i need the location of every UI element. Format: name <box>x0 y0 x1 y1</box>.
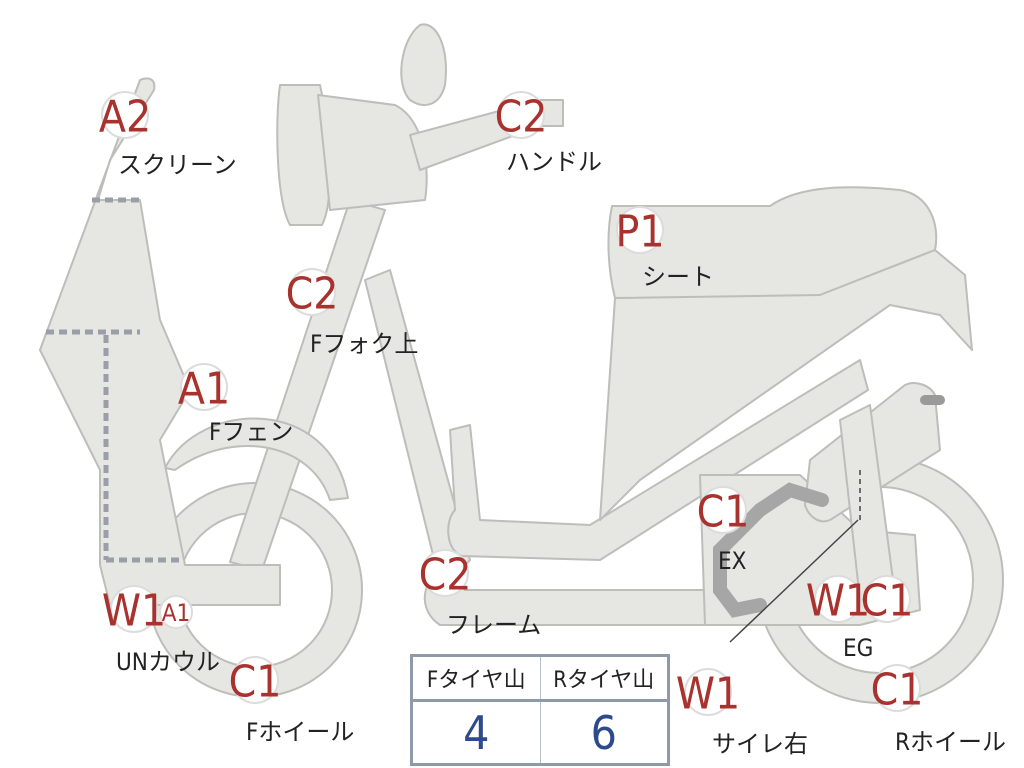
code-front-fender: A1 <box>178 364 230 415</box>
badge-front-wheel: C1 <box>229 656 282 708</box>
badge-exhaust: C1 <box>697 486 750 538</box>
code-rear-wheel: C1 <box>871 665 924 716</box>
mirror <box>400 23 447 106</box>
label-handle: ハンドル <box>506 148 602 176</box>
front-fender <box>164 417 349 501</box>
badge-handle: C2 <box>495 91 548 143</box>
value-rear-tire-tread: 6 <box>540 700 669 765</box>
code-screen: A2 <box>99 92 151 143</box>
value-front-tire-tread: 4 <box>411 700 541 765</box>
label-muffler-right: サイレ右 <box>712 730 808 758</box>
badge-engine-c: C1 <box>861 575 914 627</box>
leader-line <box>729 519 859 643</box>
header-front-tire-tread: Fタイヤ山 <box>411 655 541 702</box>
label-front-wheel: Fホイール <box>246 718 354 746</box>
label-under-cowl: UNカウル <box>116 648 220 676</box>
code-frame: C2 <box>419 550 472 601</box>
label-exhaust: EX <box>718 547 747 575</box>
badge-muffler-right: W1 <box>676 668 740 720</box>
tire-tread-table: Fタイヤ山 Rタイヤ山 4 6 <box>410 654 670 766</box>
code-engine-w: W1 <box>806 576 870 627</box>
label-seat: シート <box>642 263 714 291</box>
code-muffler-right: W1 <box>676 669 740 720</box>
label-frame: フレーム <box>446 611 541 639</box>
code-fork-upper: C2 <box>286 269 339 320</box>
badge-front-fender: A1 <box>178 363 230 415</box>
badge-engine-w: W1 <box>806 575 870 627</box>
code-handle: C2 <box>495 92 548 143</box>
label-engine: EG <box>843 634 873 662</box>
exhaust-pipe <box>713 482 829 618</box>
label-front-fender: Fフェン <box>209 418 293 446</box>
code-under-cowl-w: W1 <box>102 586 166 637</box>
code-front-wheel: C1 <box>229 657 282 708</box>
badge-seat: P1 <box>615 206 665 258</box>
label-rear-wheel: Rホイール <box>895 728 1006 756</box>
badge-frame: C2 <box>419 549 472 601</box>
badge-fork-upper: C2 <box>286 268 339 320</box>
code-under-cowl-a: A1 <box>162 599 191 627</box>
code-seat: P1 <box>615 207 664 258</box>
header-rear-tire-tread: Rタイヤ山 <box>539 655 669 702</box>
badge-under-cowl-a: A1 <box>159 595 193 629</box>
badge-screen: A2 <box>99 91 151 143</box>
code-exhaust: C1 <box>697 487 750 538</box>
badge-under-cowl-w: W1 <box>102 585 166 637</box>
code-engine-c: C1 <box>861 576 914 627</box>
label-screen: スクリーン <box>118 151 237 179</box>
label-fork-upper: Fフォク上 <box>310 330 418 358</box>
badge-rear-wheel: C1 <box>871 664 924 716</box>
